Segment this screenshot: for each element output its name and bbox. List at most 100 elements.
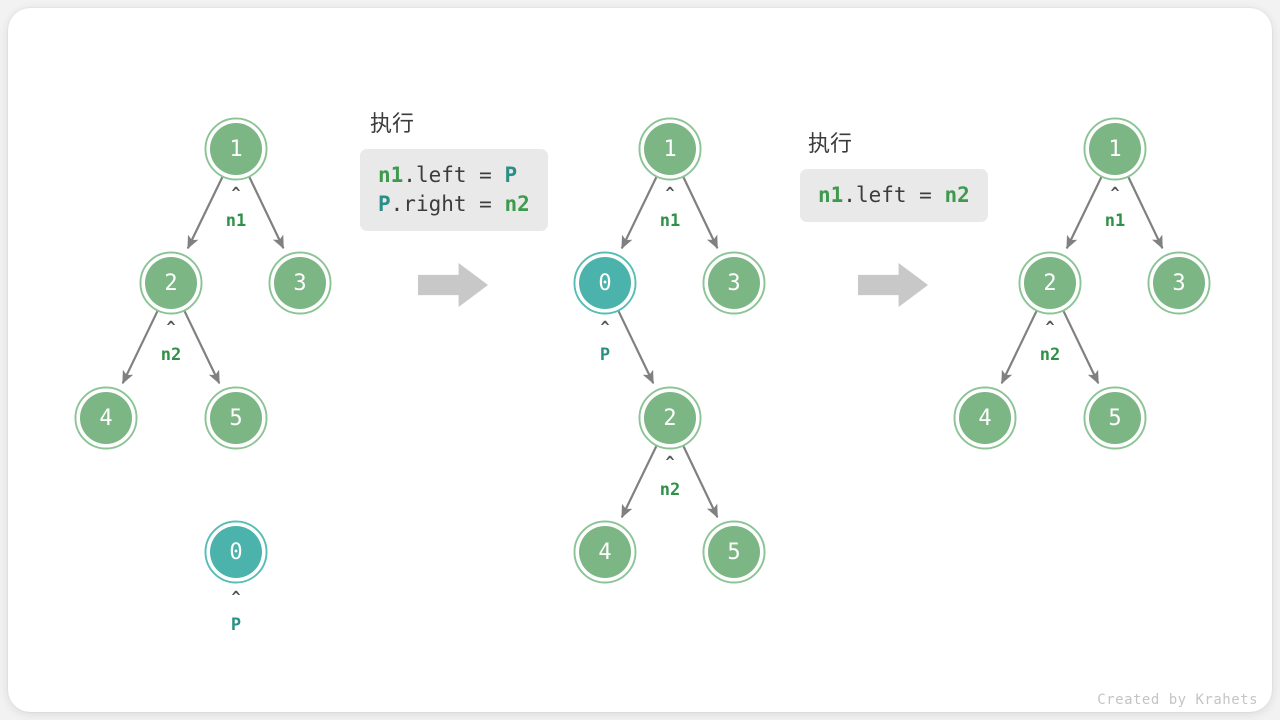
node-ring-gap [955,388,1015,448]
node-body [210,526,262,578]
node-value: 1 [229,137,242,162]
tree-edge [620,176,658,250]
pointer-caret-icon: ^ [665,453,674,471]
pointer-label: n1 [660,211,680,231]
code-token: n1 [818,183,844,207]
tree-node-5[interactable]: 5 [204,386,268,450]
pointer-n2: ^ n2 [660,453,680,500]
node-outer-ring [638,117,702,181]
tree-node-4[interactable]: 4 [953,386,1017,450]
node-outer-ring [953,386,1017,450]
pointer-caret-icon: ^ [1045,318,1054,336]
code-token: n2 [944,183,970,207]
node-body [210,392,262,444]
node-body [145,257,197,309]
tree-node-3[interactable]: 3 [702,251,766,315]
node-body [644,392,696,444]
code-token: n1 [378,163,404,187]
node-ring-gap [206,119,266,179]
tree-edge [1065,176,1103,250]
node-body [80,392,132,444]
tree-edge [617,310,655,385]
pointer-label: n2 [660,480,680,500]
pointer-label: P [600,345,610,365]
node-body [210,123,262,175]
pointer-caret-icon: ^ [665,184,674,202]
node-value: 2 [663,406,676,431]
node-ring-gap [575,253,635,313]
node-outer-ring [573,251,637,315]
tree-node-4[interactable]: 4 [74,386,138,450]
node-body [1089,123,1141,175]
node-ring-gap [704,522,764,582]
pointer-n2: ^n2 [161,318,181,365]
tree-node-1[interactable]: 1 [204,117,268,181]
node-body [1024,257,1076,309]
node-value: 0 [229,540,242,565]
node-outer-ring [74,386,138,450]
node-ring-gap [1020,253,1080,313]
tree-edge [682,176,719,250]
tree-edge [1062,310,1100,385]
node-ring-gap [206,522,266,582]
code-line: n1.left = P [378,161,530,190]
code-token: .left = [403,163,505,187]
tree-node-0[interactable]: 0 [573,251,637,315]
tree-node-3[interactable]: 3 [1147,251,1211,315]
node-body [708,257,760,309]
tree-node-2[interactable]: 2 [638,386,702,450]
node-outer-ring [1147,251,1211,315]
pointer-n1: ^n1 [226,184,246,231]
tree-node-0[interactable]: 0 [204,520,268,584]
node-ring-gap [76,388,136,448]
tree-node-5[interactable]: 5 [1083,386,1147,450]
node-outer-ring [702,251,766,315]
node-value: 3 [1172,271,1185,296]
node-body [579,257,631,309]
node-outer-ring [139,251,203,315]
pointer-caret-icon: ^ [231,588,240,606]
code-block-step3: n1.left = n2 [800,169,988,222]
node-ring-gap [141,253,201,313]
node-value: 5 [1108,406,1121,431]
tree-node-1[interactable]: 1 [638,117,702,181]
pointers-layer: ^n1^n2^P^n1^P^n2^n1^n2 [161,184,1125,635]
node-value: 1 [1108,137,1121,162]
tree-edge [682,445,719,519]
node-ring-gap [270,253,330,313]
node-body [708,526,760,578]
pointer-label: n2 [1040,345,1060,365]
node-value: 4 [99,406,112,431]
tree-node-4[interactable]: 4 [573,520,637,584]
node-outer-ring [702,520,766,584]
node-value: 2 [164,271,177,296]
tree-node-5[interactable]: 5 [702,520,766,584]
transition-arrow-2 [858,263,928,307]
pointer-p: ^P [231,588,241,635]
node-body [274,257,326,309]
node-outer-ring [1083,386,1147,450]
nodes-layer: 1 2 3 4 5 0 1 0 3 2 4 5 1 2 3 4 5 [74,117,1211,584]
node-outer-ring [638,386,702,450]
transitions-layer [418,263,928,307]
node-outer-ring [1018,251,1082,315]
exec-title-step2: 执行 [370,111,415,136]
exec-title-step3: 执行 [808,131,853,156]
code-token: .right = [390,192,505,216]
tree-node-2[interactable]: 2 [1018,251,1082,315]
node-outer-ring [573,520,637,584]
pointer-caret-icon: ^ [1110,184,1119,202]
pointer-caret-icon: ^ [166,318,175,336]
tree-edge [186,176,224,250]
pointer-caret-icon: ^ [231,184,240,202]
tree-node-2[interactable]: 2 [139,251,203,315]
node-value: 3 [727,271,740,296]
pointer-n1: ^n1 [1105,184,1125,231]
tree-node-3[interactable]: 3 [268,251,332,315]
node-body [579,526,631,578]
node-outer-ring [204,520,268,584]
pointer-n1: ^ n1 [660,184,680,231]
node-outer-ring [268,251,332,315]
tree-node-1[interactable]: 1 [1083,117,1147,181]
